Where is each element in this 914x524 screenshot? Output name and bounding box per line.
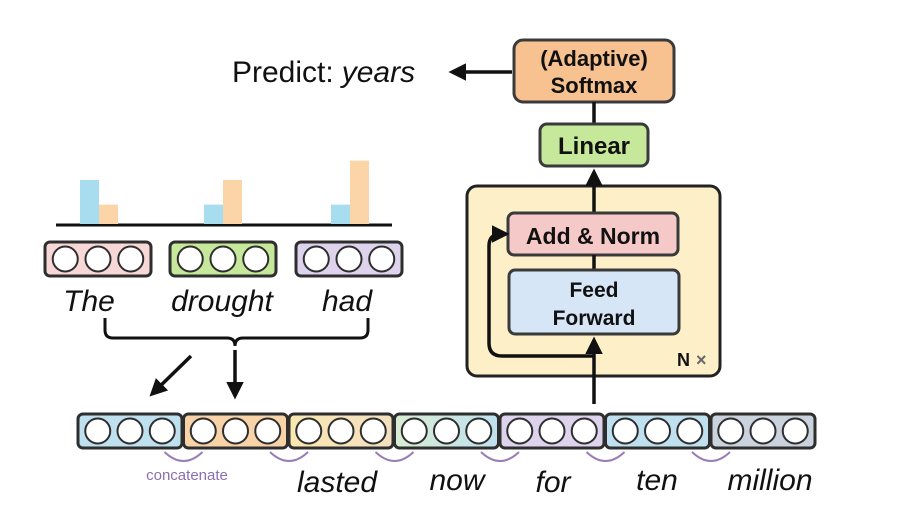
- embedding-unit: [717, 417, 745, 445]
- concatenate-label: concatenate: [146, 467, 228, 484]
- feed-forward-line1: Feed: [569, 279, 618, 302]
- concatenate-arc: [691, 451, 731, 462]
- embedding-million: [709, 412, 817, 450]
- context-word-the: The: [63, 285, 115, 318]
- attention-bar-blue: [331, 204, 350, 224]
- embedding-unit: [506, 417, 534, 445]
- embedding-unit: [781, 417, 809, 445]
- add-norm-label: Add & Norm: [526, 223, 660, 249]
- concatenate-arcs: [163, 451, 731, 462]
- embedding-the: [43, 240, 153, 278]
- context-word-drought: drought: [171, 285, 274, 318]
- feed-forward-line2: Forward: [553, 307, 636, 330]
- embedding-unit: [465, 417, 493, 445]
- repeat-count: N: [677, 350, 690, 370]
- sequence-word-million: million: [727, 464, 812, 497]
- embedding-unit: [327, 417, 355, 445]
- concatenate-arc: [480, 451, 520, 462]
- embedding-unit: [51, 245, 79, 273]
- embedding-unit: [295, 417, 323, 445]
- embedding-unit: [176, 245, 204, 273]
- embedding-seq-2: [182, 412, 289, 450]
- softmax-line2: Softmax: [551, 73, 639, 98]
- embedding-unit: [242, 245, 270, 273]
- embedding-unit: [335, 245, 363, 273]
- sequence-word-now: now: [429, 464, 486, 497]
- embedding-unit: [189, 417, 217, 445]
- context-brace: [103, 318, 370, 347]
- concatenate-arc: [585, 451, 626, 462]
- embedding-unit: [148, 417, 176, 445]
- concatenate-arc: [374, 451, 415, 462]
- context-word-had: had: [322, 285, 373, 318]
- embedding-unit: [222, 417, 249, 445]
- embedding-unit: [117, 245, 145, 273]
- sequence-word-for: for: [535, 466, 571, 499]
- embedding-unit: [676, 417, 704, 445]
- concatenate-arc: [269, 451, 309, 462]
- embedding-lasted: [287, 412, 395, 450]
- embedding-unit: [538, 417, 566, 445]
- residual-connection-arrow: [487, 225, 594, 358]
- embedding-unit: [359, 417, 387, 445]
- concatenate-arc: [163, 451, 204, 462]
- embedding-unit: [611, 417, 639, 445]
- sequence-word-lasted: lasted: [297, 466, 378, 499]
- attention-bars: [80, 160, 369, 224]
- embedding-for: [498, 412, 606, 450]
- embedding-seq-1: [76, 412, 184, 450]
- attention-bar-blue: [204, 204, 223, 224]
- predict-prefix: Predict:: [232, 56, 334, 89]
- attention-bar-orange: [223, 180, 242, 224]
- attention-bar-blue: [80, 180, 99, 224]
- predicted-word: years: [340, 56, 415, 89]
- predict-label: Predict:years: [232, 56, 415, 89]
- embedding-unit: [302, 245, 330, 273]
- embedding-unit: [116, 417, 144, 445]
- embedding-unit: [368, 245, 396, 273]
- embedding-drought: [168, 240, 278, 278]
- context-embeddings: [43, 240, 404, 278]
- embedding-unit: [749, 417, 777, 445]
- softmax-line1: (Adaptive): [540, 46, 648, 71]
- sequence-embeddings: [76, 412, 817, 450]
- embedding-unit: [400, 417, 428, 445]
- embedding-ten: [604, 412, 711, 450]
- embedding-unit: [84, 417, 112, 445]
- embedding-had: [294, 240, 404, 278]
- embedding-unit: [570, 417, 598, 445]
- linear-block: [538, 122, 650, 168]
- concat-arrow-left: [149, 354, 193, 397]
- embedding-unit: [254, 417, 282, 445]
- attention-bar-orange: [350, 160, 369, 224]
- embedding-unit: [433, 417, 460, 445]
- embedding-now: [393, 412, 500, 450]
- sequence-word-ten: ten: [636, 464, 678, 497]
- embedding-unit: [84, 245, 112, 273]
- embedding-unit: [209, 245, 237, 273]
- embedding-unit: [644, 417, 671, 445]
- attention-bar-orange: [99, 204, 118, 224]
- repeat-symbol: ×: [696, 350, 707, 370]
- feed-forward-block: [507, 268, 681, 336]
- linear-label: Linear: [558, 133, 630, 160]
